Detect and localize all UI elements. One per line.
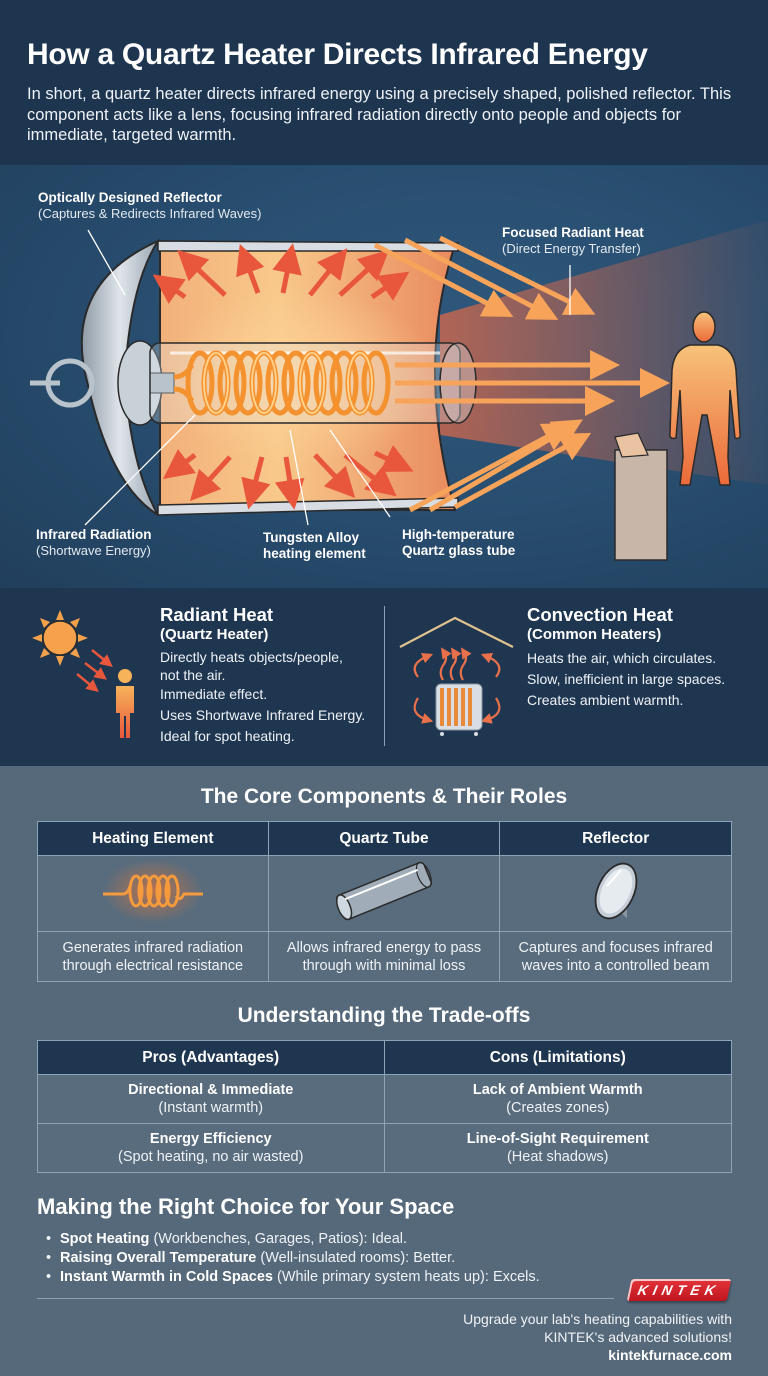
callout-tungsten-line1: Tungsten Alloy bbox=[263, 530, 359, 545]
components-table: Heating Element Quartz Tube Reflector bbox=[37, 821, 732, 982]
reflector-icon bbox=[594, 862, 637, 920]
radiant-subtitle: (Quartz Heater) bbox=[160, 626, 269, 643]
coil-icon bbox=[102, 859, 203, 923]
radiant-heat-icon bbox=[32, 610, 134, 738]
cta-line: KINTEK's advanced solutions! bbox=[544, 1329, 732, 1345]
callout-focused-sub: (Direct Energy Transfer) bbox=[502, 241, 641, 256]
callout-reflector-title: Optically Designed Reflector bbox=[38, 190, 222, 205]
convection-line: Creates ambient warmth. bbox=[527, 692, 684, 708]
radiant-line: Immediate effect. bbox=[160, 686, 268, 702]
callout-reflector-sub: (Captures & Redirects Infrared Waves) bbox=[38, 206, 262, 221]
header: How a Quartz Heater Directs Infrared Ene… bbox=[0, 0, 768, 165]
choice-list: Spot Heating (Workbenches, Garages, Pati… bbox=[46, 1230, 540, 1287]
convection-title: Convection Heat bbox=[527, 604, 673, 625]
tradeoff-cell: Energy Efficiency (Spot heating, no air w… bbox=[37, 1123, 385, 1173]
tradeoff-cell: Line-of-Sight Requirement (Heat shadows) bbox=[383, 1123, 732, 1173]
brand-text: KINTEK bbox=[636, 1282, 722, 1298]
desc-line: waves into a controlled beam bbox=[521, 957, 710, 974]
choice-item: Instant Warmth in Cold Spaces (While pri… bbox=[46, 1268, 540, 1287]
convection-line: Slow, inefficient in large spaces. bbox=[527, 671, 726, 687]
tradeoff-main: Directional & Immediate bbox=[128, 1082, 294, 1098]
choice-item: Spot Heating (Workbenches, Garages, Pati… bbox=[46, 1230, 540, 1249]
radiant-line: not the air. bbox=[160, 667, 226, 683]
callout-quartz-line2: Quartz glass tube bbox=[402, 543, 516, 558]
heater-diagram: Optically Designed Reflector (Captures &… bbox=[0, 165, 768, 588]
components-header: Quartz Tube bbox=[267, 821, 501, 856]
callout-reflector: Optically Designed Reflector (Captures &… bbox=[38, 190, 261, 222]
tradeoffs-header: Cons (Limitations) bbox=[383, 1040, 732, 1075]
desc-line: through electrical resistance bbox=[62, 957, 244, 974]
desc-line: Allows infrared energy to pass bbox=[286, 939, 482, 956]
tube-icon-cell bbox=[267, 855, 501, 932]
radiant-line: Ideal for spot heating. bbox=[160, 728, 295, 744]
radiant-title: Radiant Heat bbox=[160, 604, 274, 625]
tradeoff-sub: (Instant warmth) bbox=[158, 1100, 264, 1116]
heat-divider bbox=[384, 606, 385, 746]
desc-line: Captures and focuses infrared bbox=[518, 939, 713, 956]
callout-focused-title: Focused Radiant Heat bbox=[502, 225, 644, 240]
callout-tungsten: Tungsten Alloy heating element bbox=[263, 530, 366, 562]
choice-rest: (While primary system heats up): Excels. bbox=[272, 1269, 540, 1285]
components-header: Heating Element bbox=[37, 821, 269, 856]
convection-heat-panel: Convection Heat (Common Heaters) Heats t… bbox=[527, 604, 762, 782]
tradeoff-sub: (Heat shadows) bbox=[506, 1149, 609, 1165]
convection-subtitle: (Common Heaters) bbox=[527, 626, 662, 643]
choice-rest: (Workbenches, Garages, Patios): Ideal. bbox=[149, 1231, 408, 1247]
callout-focused-heat: Focused Radiant Heat (Direct Energy Tran… bbox=[502, 225, 644, 257]
desc-line: Generates infrared radiation bbox=[62, 939, 244, 956]
tradeoff-main: Lack of Ambient Warmth bbox=[472, 1082, 643, 1098]
tradeoff-main: Energy Efficiency bbox=[149, 1131, 272, 1147]
tradeoff-sub: (Spot heating, no air wasted) bbox=[118, 1149, 304, 1165]
callout-infrared-sub: (Shortwave Energy) bbox=[36, 543, 151, 558]
callout-infrared-radiation: Infrared Radiation (Shortwave Energy) bbox=[36, 527, 152, 559]
page-title: How a Quartz Heater Directs Infrared Ene… bbox=[27, 38, 648, 71]
callout-infrared-title: Infrared Radiation bbox=[36, 527, 152, 542]
coil-icon-cell bbox=[37, 855, 269, 932]
radiant-line: Uses Shortwave Infrared Energy. bbox=[160, 707, 366, 723]
choice-bold: Instant Warmth in Cold Spaces bbox=[60, 1269, 273, 1285]
components-header: Reflector bbox=[499, 821, 732, 856]
convection-line: Heats the air, which circulates. bbox=[527, 650, 717, 666]
radiant-line: Directly heats objects/people, bbox=[160, 649, 343, 665]
choice-title: Making the Right Choice for Your Space bbox=[37, 1194, 455, 1219]
callout-quartz-line1: High-temperature bbox=[402, 527, 515, 542]
cta-line: Upgrade your lab's heating capabilities … bbox=[463, 1311, 732, 1327]
tradeoffs-title: Understanding the Trade-offs bbox=[237, 1004, 531, 1027]
reflector-icon-cell bbox=[499, 855, 732, 932]
choice-bold: Raising Overall Temperature bbox=[60, 1250, 257, 1266]
choice-bold: Spot Heating bbox=[60, 1231, 150, 1247]
kintek-logo[interactable]: KINTEK bbox=[626, 1279, 732, 1301]
tube-icon bbox=[335, 861, 432, 921]
intro-text: In short, a quartz heater directs infrar… bbox=[27, 85, 732, 144]
radiant-heat-panel: Radiant Heat (Quartz Heater) Directly he… bbox=[160, 604, 380, 782]
tradeoff-main: Line-of-Sight Requirement bbox=[466, 1131, 649, 1147]
desc-line: through with minimal loss bbox=[302, 957, 466, 974]
quartz-heater-illustration bbox=[30, 220, 768, 561]
heat-comparison: Radiant Heat (Quartz Heater) Directly he… bbox=[0, 588, 768, 766]
callout-quartz-tube: High-temperature Quartz glass tube bbox=[402, 527, 515, 559]
tradeoffs-header: Pros (Advantages) bbox=[37, 1040, 385, 1075]
footer-divider bbox=[37, 1298, 614, 1299]
choice-rest: (Well-insulated rooms): Better. bbox=[256, 1250, 456, 1266]
tradeoff-cell: Directional & Immediate (Instant warmth) bbox=[37, 1074, 385, 1124]
tradeoffs-table: Pros (Advantages) Cons (Limitations) Dir… bbox=[37, 1040, 732, 1173]
choice-item: Raising Overall Temperature (Well-insula… bbox=[46, 1249, 540, 1268]
components-title: The Core Components & Their Roles bbox=[200, 785, 568, 808]
footer-cta: Upgrade your lab's heating capabilities … bbox=[463, 1310, 732, 1364]
website-link[interactable]: kintekfurnace.com bbox=[608, 1347, 732, 1363]
convection-heat-icon bbox=[399, 616, 514, 736]
tradeoff-sub: (Creates zones) bbox=[506, 1100, 610, 1116]
tradeoff-cell: Lack of Ambient Warmth (Creates zones) bbox=[383, 1074, 732, 1124]
callout-tungsten-line2: heating element bbox=[263, 546, 366, 561]
